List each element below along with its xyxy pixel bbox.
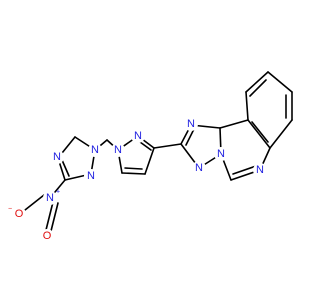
atom-triazole-n1: N — [91, 144, 99, 156]
atom-quinazoline-n: N — [256, 164, 264, 176]
bond-bz-2 — [245, 71, 269, 93]
bond-n-o-double — [50, 202, 59, 232]
atom-bg-n-plus — [43, 191, 57, 205]
atom-o-double: O — [43, 230, 52, 242]
bond-bz-5 — [269, 119, 293, 149]
atom-n-plus: N — [46, 192, 54, 204]
bonds — [24, 71, 293, 232]
atom-o-minus: O — [15, 208, 24, 220]
atom-bg-fused-n-bottom-right — [214, 147, 228, 161]
charge-n-plus: + — [56, 189, 60, 196]
atom-pyrazole-n2: N — [134, 130, 142, 142]
molecule-structure-diagram: O − N + O N N N N N N N N N — [8, 71, 293, 243]
atom-triazole-n4: N — [53, 151, 61, 163]
bond-bz-3 — [267, 71, 293, 93]
bond-nitro-c3 — [54, 179, 66, 193]
bond-qz-c6a-c10b — [247, 119, 271, 149]
bond-qz-c10b-c3a — [219, 119, 249, 129]
atom-bg-pyrazole-n2 — [131, 129, 145, 143]
bond-pz-c4-c5 — [121, 172, 146, 175]
bond-pz-c4-c5-double — [124, 167, 143, 170]
bond-bz-1 — [245, 91, 249, 121]
atom-fused-n-bottom-right: N — [217, 148, 225, 160]
atom-fused-n-bottom-left: N — [195, 162, 203, 174]
bond-bz-6-double — [251, 121, 269, 143]
atom-triazole-n2: N — [87, 170, 95, 182]
atom-bg-o-minus — [12, 207, 26, 221]
bond-qz-c5-n6-double — [232, 165, 257, 175]
atom-bg-o-double — [40, 229, 54, 243]
bond-bz-2-double — [249, 79, 267, 97]
atom-bg-quinazoline-n — [253, 163, 267, 177]
bond-c3-n4-double — [61, 159, 70, 177]
bond-pz-n2-c3-double — [139, 141, 152, 151]
bond-pyrazole-triazole — [153, 143, 182, 149]
atom-bg-triazole-n1 — [88, 143, 102, 157]
atom-bg-fused-n-top — [184, 117, 198, 131]
atom-bg-triazole-n4 — [50, 150, 64, 164]
bond-n-o — [45, 201, 54, 231]
bond-o-n — [24, 194, 45, 211]
atom-fused-n-top: N — [187, 118, 195, 130]
atom-bg-triazole-n2 — [84, 169, 98, 183]
charge-o-minus: − — [8, 206, 12, 213]
atom-bg-pyrazole-n1 — [111, 143, 125, 157]
atom-labels: O − N + O N N N N N N N N N — [8, 117, 267, 243]
bond-pz-c3-c4 — [144, 147, 155, 175]
atom-pyrazole-n1: N — [114, 144, 122, 156]
atom-bg-fused-n-bottom-left — [192, 161, 206, 175]
